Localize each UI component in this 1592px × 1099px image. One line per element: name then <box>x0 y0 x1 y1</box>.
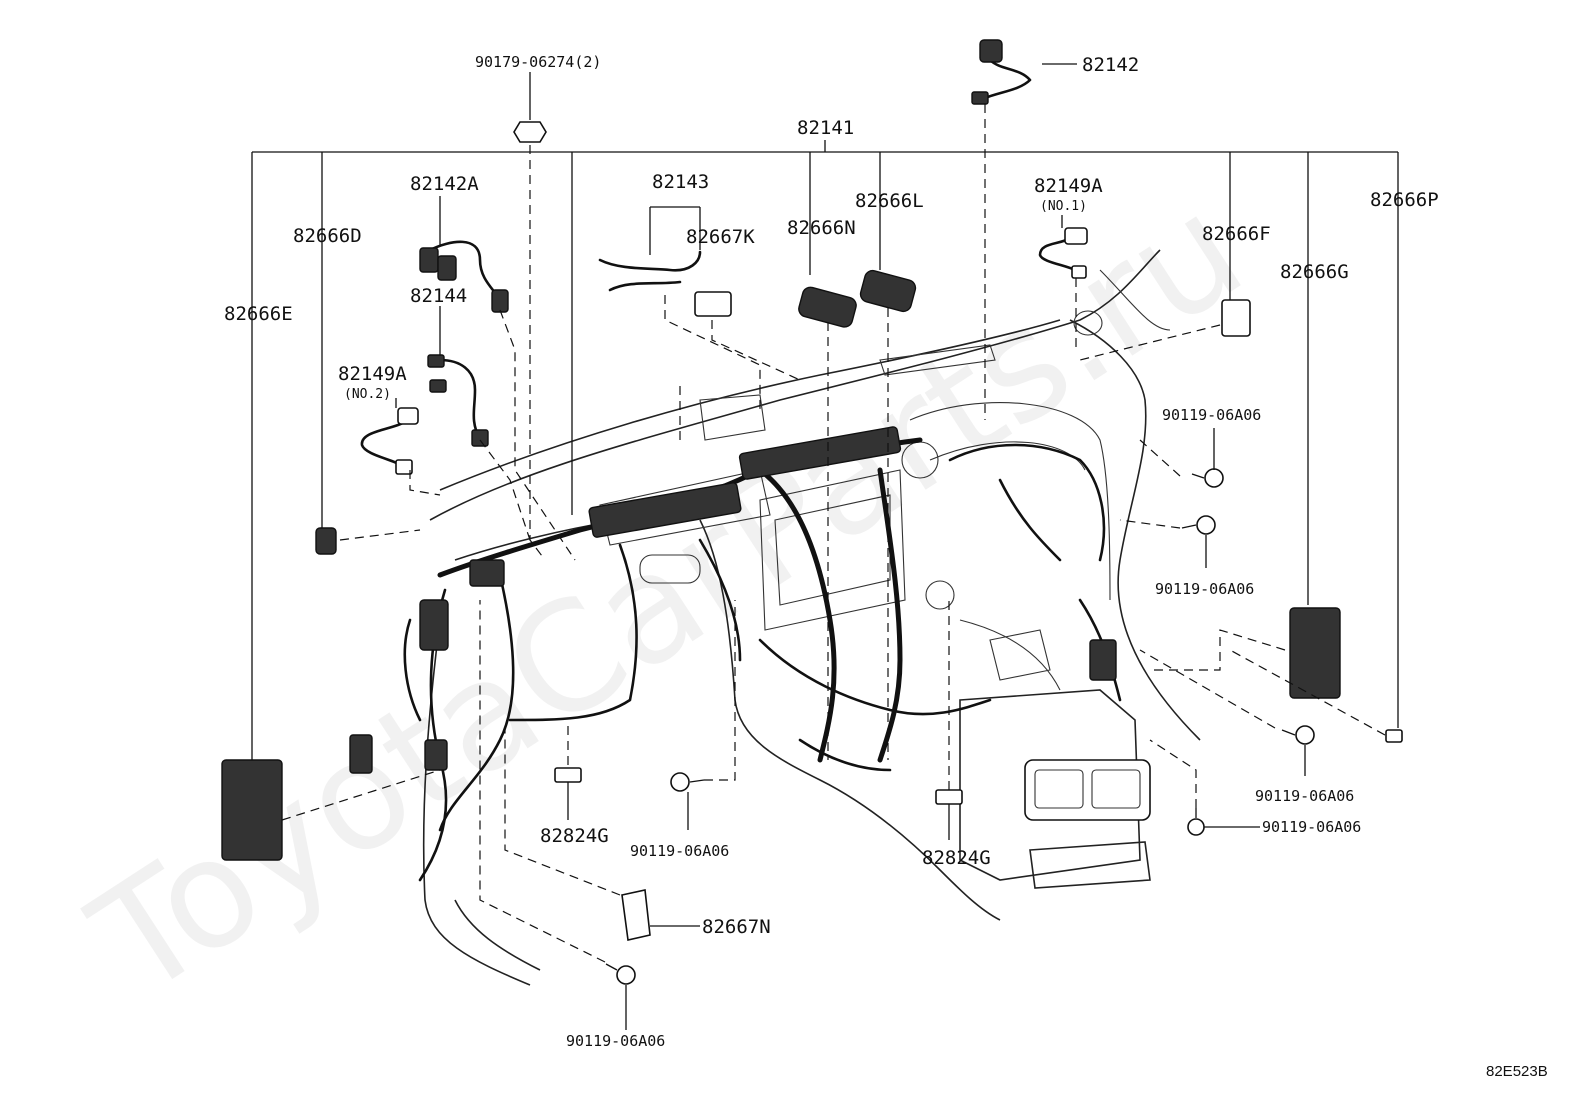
note-no1: (NO.1) <box>1040 199 1087 214</box>
clip-82824g-right-icon <box>935 789 963 805</box>
label-82666n: 82666N <box>787 217 856 239</box>
label-82149a-no2: 82149A <box>338 363 407 385</box>
callout-labels: 82142 90179-06274(2) 82141 82142A 82143 … <box>224 53 1439 1050</box>
bracket-82666e-icon <box>221 759 283 861</box>
label-82666p: 82666P <box>1370 189 1439 211</box>
label-82666d: 82666D <box>293 225 362 247</box>
harness-82149a-no1-icon <box>1038 236 1077 272</box>
label-82142a: 82142A <box>410 173 479 195</box>
label-82143: 82143 <box>652 171 709 193</box>
module-82666n-icon <box>798 286 857 328</box>
label-82666g: 82666G <box>1280 261 1349 283</box>
label-82144: 82144 <box>410 285 467 307</box>
label-82149a-no1: 82149A <box>1034 175 1103 197</box>
leader-lines <box>251 63 1399 1030</box>
label-90179-06274: 90179-06274(2) <box>475 53 601 71</box>
label-bolt-right-4: 90119-06A06 <box>1262 818 1361 836</box>
module-82666l-icon <box>859 269 917 313</box>
label-82824g-right: 82824G <box>922 847 991 869</box>
dashboard-illustration <box>422 249 1201 986</box>
label-82824g-left: 82824G <box>540 825 609 847</box>
label-82667k: 82667K <box>686 226 755 248</box>
clip-82666f-icon <box>1221 299 1251 337</box>
label-bolt-mid: 90119-06A06 <box>630 842 729 860</box>
label-bolt-right-3: 90119-06A06 <box>1255 787 1354 805</box>
bracket-82666g-icon <box>1289 607 1341 699</box>
bolt-icon <box>605 468 1315 985</box>
label-bolt-right-2: 90119-06A06 <box>1155 580 1254 598</box>
label-bolt-right-1: 90119-06A06 <box>1162 406 1261 424</box>
clip-82666p-icon <box>1385 729 1403 743</box>
harness-82149a-no2-icon <box>360 418 410 467</box>
label-82666f: 82666F <box>1202 223 1271 245</box>
note-no2: (NO.2) <box>344 387 391 402</box>
drawing-code: 82E523B <box>1486 1063 1548 1080</box>
dashed-lines <box>281 104 1386 963</box>
clip-82824g-left-icon <box>554 767 582 783</box>
connector-82142-icon <box>983 58 1032 100</box>
label-82666l: 82666L <box>855 190 924 212</box>
label-bolt-bottom: 90119-06A06 <box>566 1032 665 1050</box>
watermark: ToyotaCarParts.ru <box>64 162 1272 1031</box>
label-82141: 82141 <box>797 117 854 139</box>
harness-82143-icon <box>598 250 702 272</box>
nut-90179-icon <box>513 121 547 143</box>
bracket-82667n-icon <box>621 889 651 941</box>
harness-82144-icon <box>438 358 482 442</box>
label-82667n: 82667N <box>702 916 771 938</box>
clip-82666d-icon <box>315 527 337 555</box>
wire-harness <box>349 426 1122 882</box>
label-82666e: 82666E <box>224 303 293 325</box>
label-82142: 82142 <box>1082 54 1139 76</box>
parts <box>221 39 1403 985</box>
